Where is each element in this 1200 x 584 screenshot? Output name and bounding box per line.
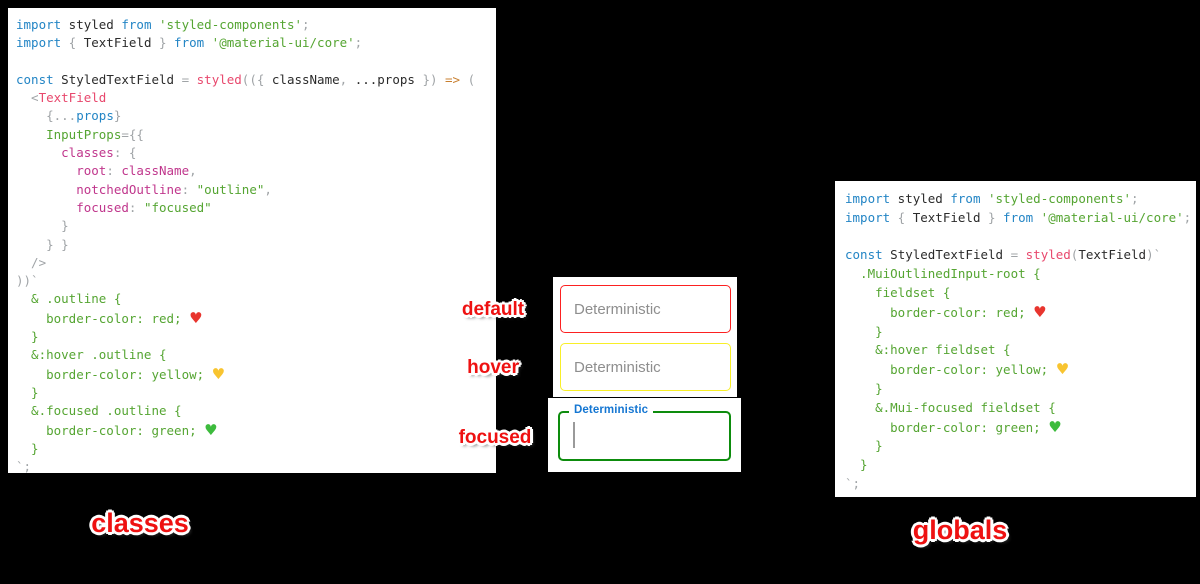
code-line: & .outline {: [16, 291, 122, 307]
code-line: <TextField: [16, 90, 107, 106]
code-line: `;: [16, 459, 32, 475]
code-line: classes: {: [16, 145, 137, 161]
code-line: />: [16, 254, 47, 270]
classes-code-panel: import styled from 'styled-components'; i…: [8, 8, 496, 475]
yellow-heart-icon: ♥: [211, 364, 226, 383]
code-line: }: [845, 438, 883, 454]
textfield-demo-panel: Deterministic Deterministic: [553, 277, 737, 397]
caption-hover: hover: [467, 357, 519, 378]
yellow-heart-icon: ♥: [1055, 360, 1070, 379]
code-line: }: [16, 384, 39, 400]
textfield-focused-label: Deterministic: [569, 404, 654, 416]
code-line: }: [16, 329, 39, 345]
caption-default: default: [461, 299, 525, 320]
code-line: `;: [845, 475, 861, 491]
code-line: {...props}: [16, 108, 122, 124]
code-line: }: [845, 323, 883, 339]
code-line: }: [16, 218, 69, 234]
textfield-focused-panel: Deterministic: [548, 398, 741, 472]
code-line: }: [16, 440, 39, 456]
code-line: root: className,: [16, 163, 197, 179]
code-line: [16, 53, 496, 71]
code-line: &:hover fieldset {: [845, 342, 1011, 358]
code-line: &.Mui-focused fieldset {: [845, 399, 1056, 415]
code-line: .MuiOutlinedInput-root {: [845, 266, 1041, 282]
code-line: [845, 228, 1196, 247]
code-line: }: [845, 380, 883, 396]
globals-code-panel: import styled from 'styled-components'; i…: [835, 181, 1196, 497]
textfield-default-placeholder: Deterministic: [574, 300, 661, 318]
code-line: notchedOutline: "outline",: [16, 181, 272, 197]
code-line: fieldset {: [845, 284, 951, 300]
textfield-default[interactable]: Deterministic: [560, 285, 731, 333]
code-line: const StyledTextField = styled(({ classN…: [16, 71, 476, 87]
code-line: &.focused .outline {: [16, 403, 182, 419]
code-line: border-color: green; ♥: [845, 417, 1062, 436]
text-cursor: [573, 422, 575, 448]
textfield-focused[interactable]: Deterministic: [558, 404, 731, 461]
code-line: const StyledTextField = styled(TextField…: [845, 247, 1162, 263]
code-line: InputProps={{: [16, 126, 144, 142]
code-line: ))`: [16, 273, 39, 289]
code-line: border-color: red; ♥: [845, 302, 1047, 321]
code-line: } }: [16, 236, 69, 252]
code-line: import styled from 'styled-components';: [16, 17, 310, 32]
code-line: &:hover .outline {: [16, 347, 167, 363]
code-line: import styled from 'styled-components';: [845, 191, 1139, 206]
code-line: import { TextField } from '@material-ui/…: [16, 35, 363, 51]
code-line: }: [845, 457, 868, 473]
code-line: focused: "focused": [16, 199, 212, 215]
red-heart-icon: ♥: [189, 308, 203, 327]
code-line: import { TextField } from '@material-ui/…: [845, 209, 1192, 225]
textfield-hover-placeholder: Deterministic: [574, 358, 661, 376]
code-line: border-color: green; ♥: [16, 420, 218, 439]
textfield-hover[interactable]: Deterministic: [560, 343, 731, 391]
caption-focused: focused: [458, 427, 532, 448]
code-line: border-color: yellow; ♥: [845, 360, 1070, 379]
green-heart-icon: ♥: [1048, 417, 1062, 436]
red-heart-icon: ♥: [1033, 302, 1047, 321]
green-heart-icon: ♥: [204, 420, 218, 439]
code-line: border-color: yellow; ♥: [16, 364, 226, 383]
caption-globals: globals: [912, 515, 1008, 545]
code-line: border-color: red; ♥: [16, 308, 203, 327]
caption-classes: classes: [91, 508, 189, 538]
